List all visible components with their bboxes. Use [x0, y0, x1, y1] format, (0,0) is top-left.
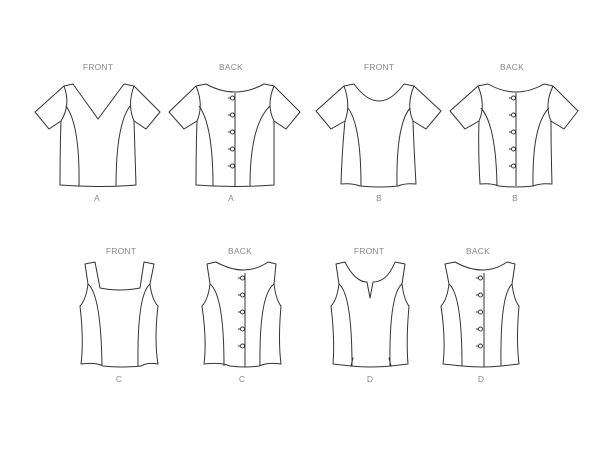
garment-a-front	[34, 83, 161, 187]
view-label-d-front: FRONT	[353, 246, 385, 256]
garment-d-back	[440, 261, 520, 368]
view-label-b-front: FRONT	[363, 62, 395, 72]
view-label-a-front: FRONT	[82, 62, 114, 72]
variant-label-c-front: C	[115, 374, 123, 384]
variant-label-b-back: B	[512, 193, 518, 203]
view-label-c-front: FRONT	[105, 246, 137, 256]
variant-label-a-back: A	[228, 193, 234, 203]
view-label-d-back: BACK	[466, 246, 490, 256]
garment-c-front	[79, 261, 159, 368]
garment-d-front	[330, 261, 410, 368]
variant-label-d-back: D	[477, 374, 485, 384]
view-label-a-back: BACK	[219, 62, 243, 72]
variant-label-b-front: B	[376, 193, 382, 203]
view-label-b-back: BACK	[500, 62, 524, 72]
garment-b-back	[449, 83, 579, 188]
view-label-c-back: BACK	[228, 246, 252, 256]
variant-label-a-front: A	[94, 193, 100, 203]
garment-c-back	[201, 261, 282, 368]
variant-label-d-front: D	[366, 374, 374, 384]
variant-label-c-back: C	[238, 374, 246, 384]
garment-b-front	[315, 83, 442, 188]
garment-a-back	[168, 83, 301, 187]
